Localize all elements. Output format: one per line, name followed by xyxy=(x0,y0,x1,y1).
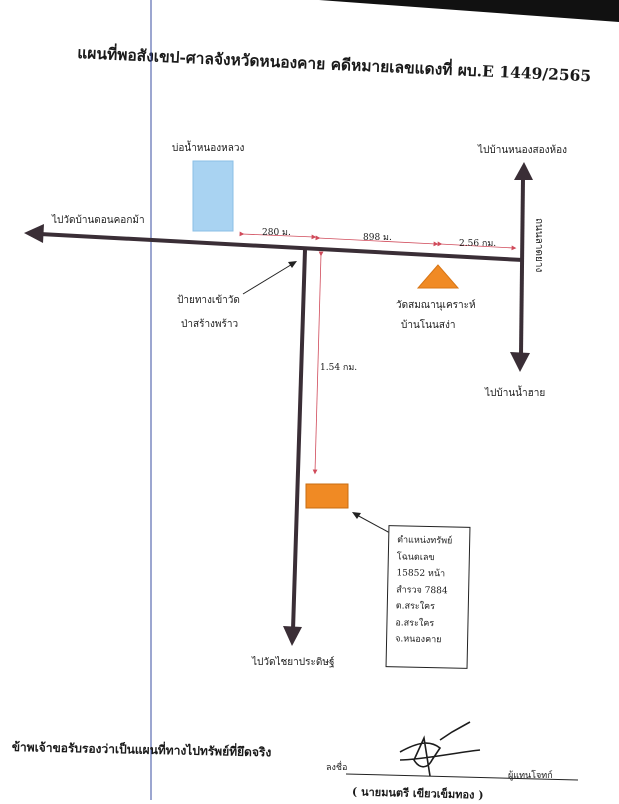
property-info-line: สำรวจ 7884 xyxy=(396,584,448,596)
distance-256-marker xyxy=(437,241,517,251)
signer-name: ( นายมนตรี เขียวเข็มทอง ) xyxy=(351,785,484,802)
signature-line xyxy=(345,773,579,781)
signer-role: ผู้แทนโจทก์ xyxy=(508,771,553,781)
road-name-label: ถนนลาดยาง xyxy=(533,218,544,273)
east-road xyxy=(519,177,525,356)
entrance-pointer xyxy=(242,262,295,295)
property-info-line: ต.สระใคร xyxy=(395,601,436,613)
scan-corner-shadow xyxy=(319,0,619,22)
sign-label: ลงชื่อ xyxy=(326,763,348,773)
south-east-destination-label: ไปบ้านน้ำฮาย xyxy=(485,388,546,399)
temple-shape xyxy=(416,264,460,289)
property-pointer xyxy=(354,513,391,534)
distance-898-marker xyxy=(315,235,439,247)
pond-label: บ่อน้ำหนองหลวง xyxy=(172,143,245,154)
west-destination-label: ไปวัดบ้านดอนคอกม้า xyxy=(52,215,145,226)
south-road xyxy=(291,249,307,631)
north-arrow-head xyxy=(514,162,533,180)
property-info-line: โฉนดเลข xyxy=(396,551,435,563)
property-info-line: อ.สระใคร xyxy=(395,617,435,629)
property-info-line: จ.หนองคาย xyxy=(395,634,442,646)
main-road xyxy=(39,232,524,262)
distance-280-marker xyxy=(239,231,317,240)
distance-256-label: 2.56 กม. xyxy=(459,239,497,249)
temple-label-line1: วัดสมณานุเคราะห์ xyxy=(396,300,476,311)
distance-154-label: 1.54 กม. xyxy=(320,363,358,373)
property-info-line: 15852 หน้า xyxy=(396,568,446,580)
handwritten-signature xyxy=(399,721,481,777)
south-destination-label: ไปวัดไชยาประดิษฐ์ xyxy=(252,657,335,668)
south-arrow-head xyxy=(283,626,302,646)
distance-154-marker xyxy=(312,251,324,475)
entrance-label-line1: ป้ายทางเข้าวัด xyxy=(177,295,240,306)
distance-898-label: 898 ม. xyxy=(363,233,392,243)
entrance-label-line2: ป่าสร้างพร้าว xyxy=(181,319,239,330)
property-shape xyxy=(305,483,349,509)
temple-label-line2: บ้านโนนสง่า xyxy=(401,320,456,331)
pond-shape xyxy=(192,160,234,232)
west-arrow-head xyxy=(24,224,44,243)
property-info-line: ตำแหน่งทรัพย์ xyxy=(397,535,453,547)
property-info-box: ตำแหน่งทรัพย์ โฉนดเลข 15852 หน้า สำรวจ 7… xyxy=(385,525,471,669)
south-east-arrow-head xyxy=(510,352,530,372)
north-destination-label: ไปบ้านหนองสองห้อง xyxy=(478,145,567,156)
distance-280-label: 280 ม. xyxy=(262,228,291,238)
